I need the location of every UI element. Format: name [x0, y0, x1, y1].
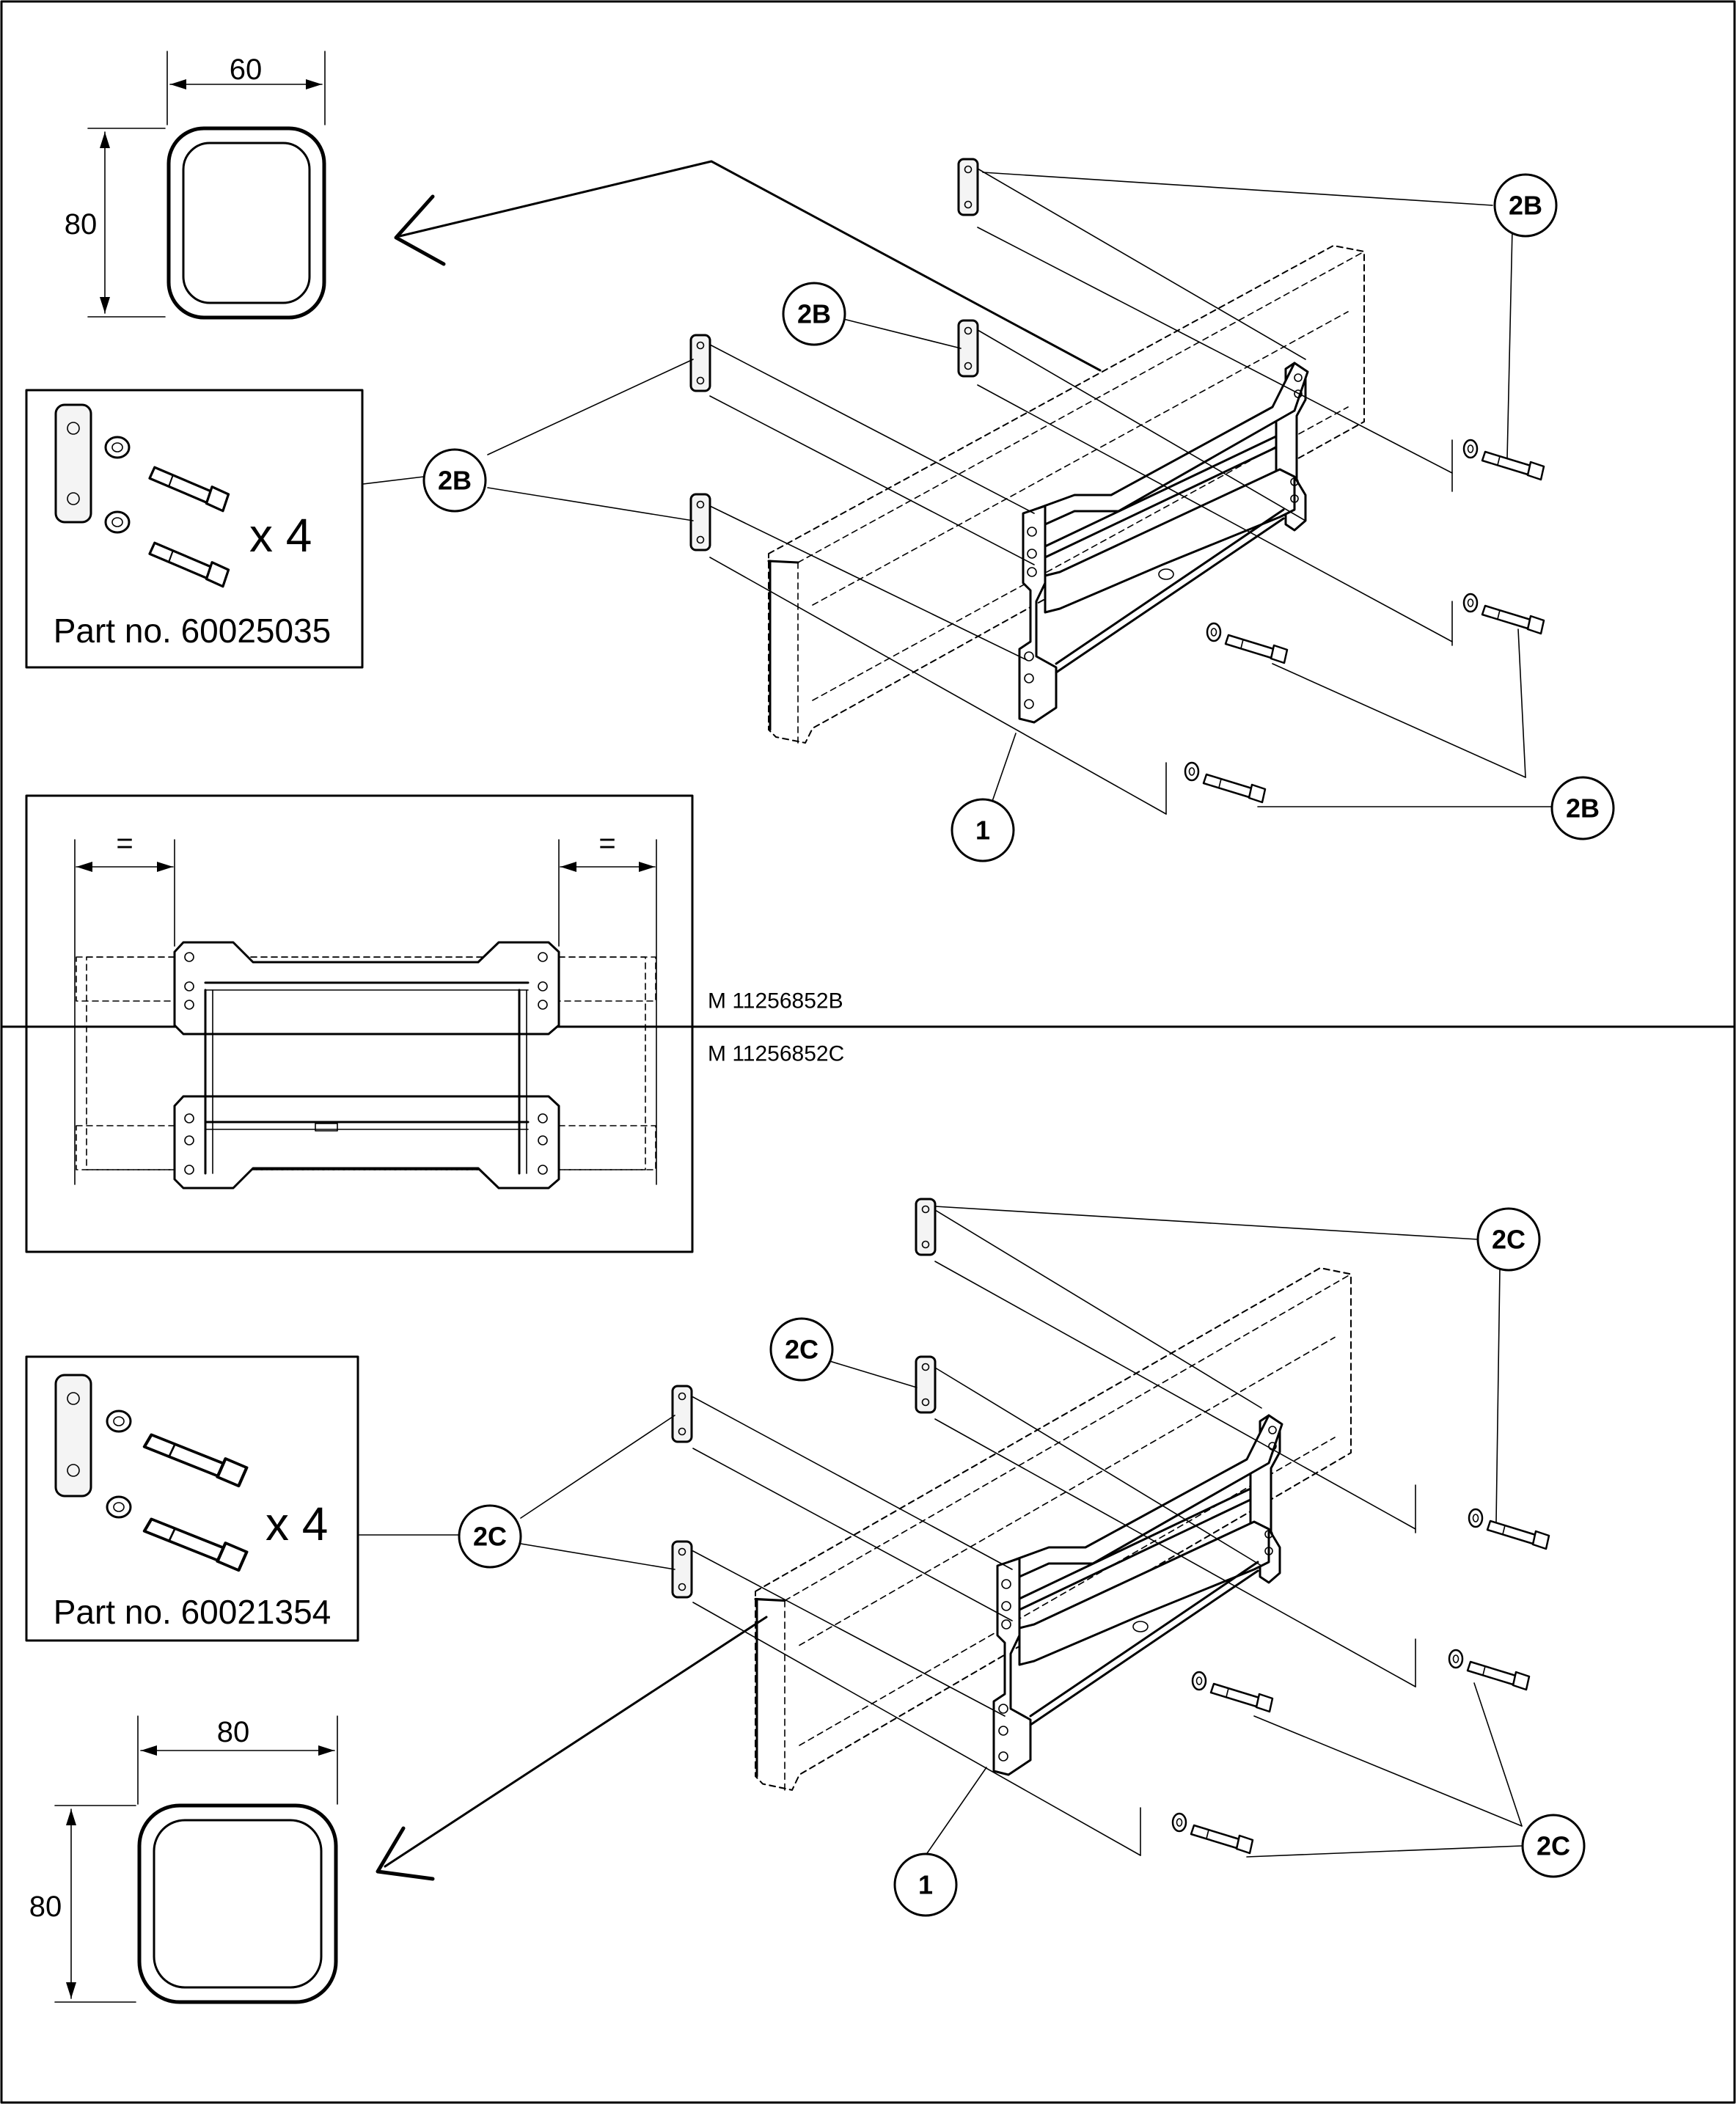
svg-text:2C: 2C — [1537, 1831, 1570, 1861]
callout-2b: 2B — [422, 448, 487, 513]
svg-text:2B: 2B — [1509, 191, 1542, 221]
section-leader-line — [384, 1616, 768, 1868]
svg-text:2B: 2B — [797, 299, 831, 329]
drawing-ref-lower: M 11256852C — [708, 1042, 844, 1066]
profile-height-label: 80 — [29, 1891, 62, 1923]
callout-2c: 2C — [769, 1317, 834, 1382]
profile-section-60x80: 60 80 — [65, 51, 326, 320]
section-leader-line — [398, 160, 1102, 372]
callout-leaders — [362, 172, 1552, 829]
callout-2c: 2C — [1521, 1814, 1586, 1878]
arrow-head-icon — [376, 1826, 435, 1881]
svg-text:2C: 2C — [785, 1335, 818, 1365]
projection-lines — [692, 1209, 1416, 1856]
bolt-kit-box: x 4 Part no. 60025035 — [25, 389, 364, 669]
callout-2b: 2B — [782, 282, 846, 346]
bolt — [1481, 604, 1545, 635]
bolt — [1481, 450, 1545, 481]
washer — [1462, 593, 1479, 613]
washer — [1184, 761, 1200, 782]
equal-spacing-left: = — [116, 827, 133, 859]
svg-text:1: 1 — [918, 1870, 933, 1900]
callout-1: 1 — [893, 1852, 958, 1917]
svg-text:2C: 2C — [1492, 1225, 1526, 1255]
callout-2c: 2C — [1476, 1207, 1541, 1272]
projection-lines — [709, 168, 1453, 815]
upper-panel: 60 80 x 4 Part no. 6002503 — [25, 51, 1615, 1253]
kit-part-number: Part no. 60025035 — [54, 612, 332, 650]
callout-leaders — [359, 1206, 1523, 1858]
bolt — [1224, 634, 1289, 664]
washer — [1191, 1671, 1207, 1691]
kit-multiplier: x 4 — [249, 509, 312, 562]
bolt — [1466, 1660, 1531, 1691]
callout-1: 1 — [951, 798, 1015, 862]
kit-multiplier: x 4 — [265, 1498, 328, 1550]
profile-height-label: 80 — [65, 208, 98, 241]
bolt — [1190, 1824, 1254, 1855]
spacer-plate — [957, 158, 979, 216]
svg-text:2C: 2C — [473, 1522, 507, 1552]
washer — [1448, 1649, 1464, 1669]
lower-panel: M 11256852C x 4 Part no. 60021354 80 — [25, 1042, 1586, 2004]
arrow-head-icon — [394, 194, 446, 266]
spacer-plate — [671, 1385, 693, 1443]
bolt-kit-box: x 4 Part no. 60021354 — [25, 1355, 359, 1642]
profile-width-label: 80 — [217, 1716, 250, 1748]
svg-text:2B: 2B — [1566, 793, 1600, 824]
profile-width-label: 60 — [230, 54, 263, 86]
spacer-plate — [915, 1198, 937, 1256]
drawing-ref-upper: M 11256852B — [708, 989, 843, 1013]
bolt — [1202, 773, 1267, 804]
washer — [1206, 622, 1222, 642]
mounting-bracket — [992, 1414, 1283, 1776]
spacer-plate — [689, 334, 711, 392]
profile-section-80x80: 80 80 — [29, 1715, 338, 2004]
spacing-detail-box: = = — [25, 794, 694, 1253]
bolt — [1486, 1520, 1550, 1550]
callout-2b: 2B — [1550, 776, 1615, 840]
equal-spacing-right: = — [598, 827, 615, 859]
svg-text:1: 1 — [975, 815, 990, 846]
spacer-plate — [689, 493, 711, 551]
spacer-plate — [671, 1540, 693, 1599]
callout-2c: 2C — [458, 1504, 522, 1569]
spacer-plate — [915, 1355, 937, 1414]
svg-text:2B: 2B — [438, 466, 472, 496]
washer — [1468, 1508, 1484, 1528]
bolt — [1209, 1682, 1274, 1713]
kit-part-number: Part no. 60021354 — [54, 1593, 332, 1631]
spacer-plate — [957, 319, 979, 378]
washer — [1462, 439, 1479, 459]
callout-2b: 2B — [1493, 173, 1558, 238]
washer — [1171, 1812, 1187, 1833]
